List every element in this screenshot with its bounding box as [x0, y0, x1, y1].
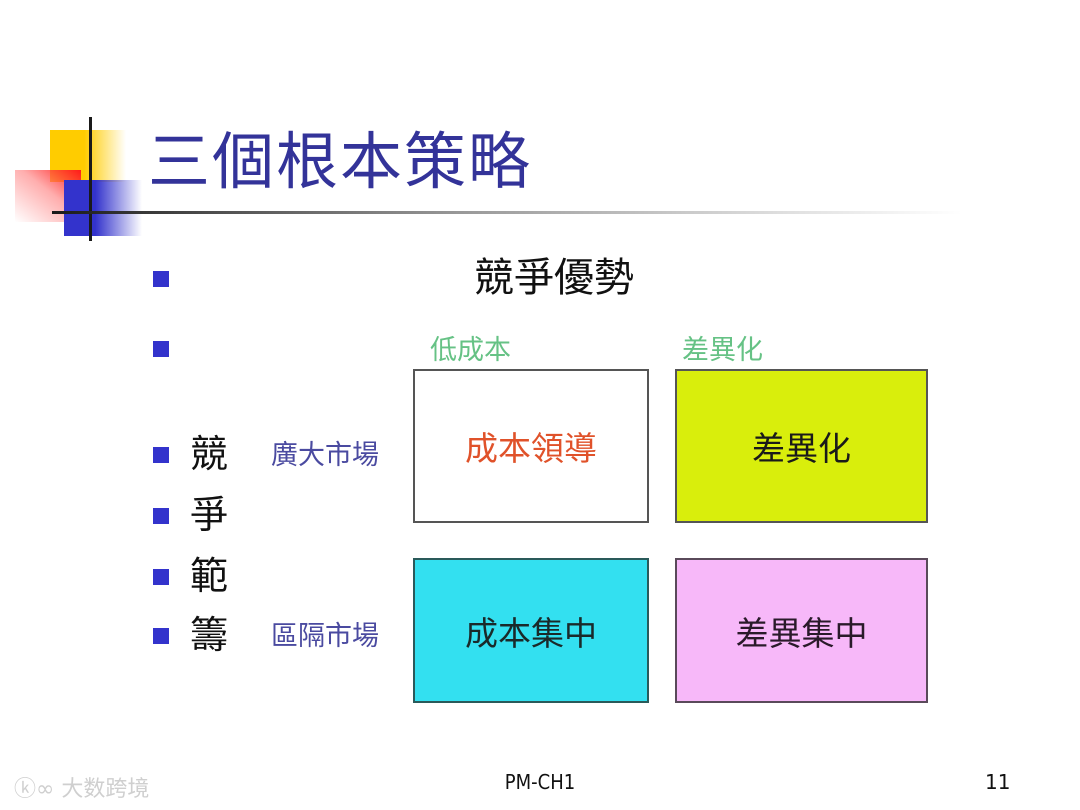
- box-label: 差異化: [752, 429, 851, 468]
- column-label-differentiation: 差異化: [682, 335, 763, 366]
- vertical-label-char: 範: [190, 554, 229, 598]
- vertical-label-char: 爭: [190, 493, 229, 537]
- differentiation-focus-box: 差異集中: [675, 558, 928, 703]
- title-underline: [52, 211, 962, 214]
- cost-focus-box: 成本集中: [413, 558, 649, 703]
- bullet-icon: [153, 447, 169, 463]
- box-label: 成本領導: [465, 429, 597, 468]
- bullet-icon: [153, 508, 169, 524]
- row-label-segment-market: 區隔市場: [271, 621, 379, 652]
- vertical-label-char: 競: [190, 432, 229, 476]
- logo-blue-square: [64, 180, 142, 236]
- cost-leadership-box: 成本領導: [413, 369, 649, 523]
- slide-title: 三個根本策略: [148, 125, 533, 198]
- bullet-icon: [153, 628, 169, 644]
- row-label-broad-market: 廣大市場: [271, 440, 379, 471]
- differentiation-box: 差異化: [675, 369, 928, 523]
- box-label: 差異集中: [735, 613, 868, 653]
- logo-vertical-line: [89, 117, 92, 241]
- footer-chapter: PM-CH1: [504, 770, 576, 794]
- bullet-icon: [153, 341, 169, 357]
- column-label-low-cost: 低成本: [430, 335, 511, 366]
- competitive-advantage-heading: 競爭優勢: [474, 255, 634, 301]
- page-number: 11: [985, 770, 1011, 794]
- vertical-label-char: 籌: [190, 613, 229, 657]
- bullet-icon: [153, 569, 169, 585]
- watermark: ⓚ∞ 大数跨境: [14, 777, 150, 802]
- bullet-icon: [153, 271, 169, 287]
- box-label: 成本集中: [465, 613, 597, 653]
